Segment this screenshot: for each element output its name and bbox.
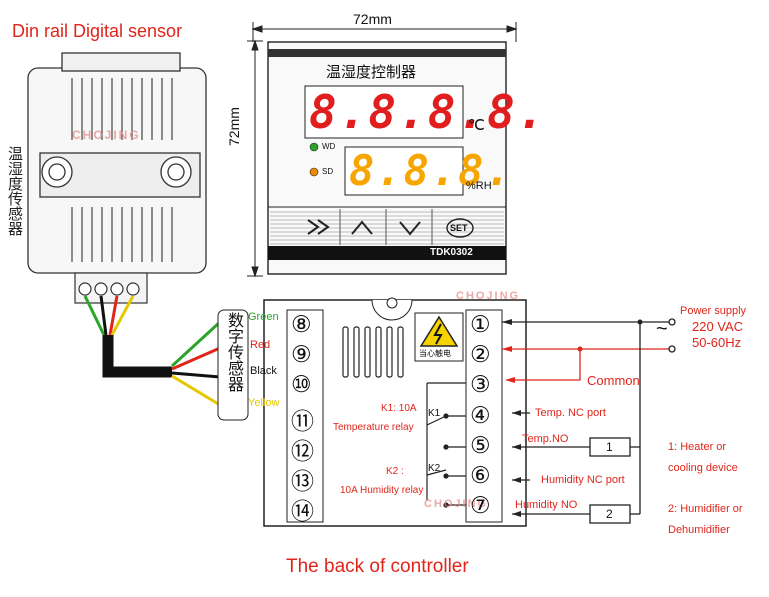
terminal-10: ⑩	[291, 371, 312, 397]
brand-watermark-3: CHOJING	[424, 498, 489, 510]
load-2-label: 2	[606, 507, 613, 521]
brand-watermark: CHOJING	[72, 128, 141, 142]
diagram-title: Din rail Digital sensor	[12, 21, 183, 41]
brand-watermark-2: CHOJING	[456, 290, 521, 302]
terminal-6: ⑥	[470, 462, 491, 488]
model-label: TDK0302	[430, 247, 473, 258]
terminal-1: ①	[470, 311, 491, 337]
legend-2-line-1: 2: Humidifier or	[668, 503, 743, 515]
sensor-terminal-block	[74, 272, 148, 304]
sensor-cable	[83, 295, 222, 407]
wire-block	[217, 309, 249, 421]
set-button[interactable]	[446, 218, 474, 238]
height-dimension: 72mm	[226, 107, 242, 146]
voltage-label: 220 VAC	[692, 319, 744, 334]
width-dimension: 72mm	[353, 11, 392, 27]
k1-desc-2: Temperature relay	[333, 422, 414, 433]
temp-no-label: Temp.NO	[522, 433, 569, 445]
k2-label: K2	[428, 463, 441, 474]
front-buttons	[307, 218, 474, 238]
wire-red-label: Red	[250, 339, 271, 351]
k2-desc-1: K2 :	[386, 466, 404, 477]
k2-desc-2: 10A Humidity relay	[340, 485, 424, 496]
led-wd-label: WD	[322, 142, 336, 151]
legend-2-line-2: Dehumidifier	[668, 524, 730, 536]
down-button-icon[interactable]	[399, 221, 421, 236]
legend-1-line-1: 1: Heater or	[668, 441, 727, 453]
sensor-module	[27, 52, 207, 274]
wire-block-label: 数字传感器	[225, 312, 244, 392]
terminal-13: ⑬	[291, 468, 314, 494]
wire-yellow-label: Yellow	[248, 397, 280, 409]
k1-desc-1: K1: 10A	[381, 403, 417, 414]
terminal-14: ⑭	[291, 498, 314, 524]
frequency-label: 50-60Hz	[692, 335, 742, 350]
terminal-7: ⑦	[470, 492, 491, 518]
hum-no-label: Humidity NO	[515, 499, 578, 511]
caption: The back of controller	[286, 556, 469, 577]
sensor-fins	[71, 78, 173, 262]
led-sd-label: SD	[322, 167, 334, 176]
terminal-11: ⑪	[291, 408, 314, 434]
common-label: Common	[587, 373, 640, 388]
hum-nc-label: Humidity NC port	[541, 474, 625, 486]
hum-unit: %RH	[466, 180, 492, 192]
load-1-label: 1	[606, 440, 613, 454]
terminal-4: ④	[470, 402, 491, 428]
dimension-lines	[247, 22, 518, 278]
temp-unit: ℃	[468, 117, 485, 134]
terminal-9: ⑨	[291, 341, 312, 367]
sensor-vertical-label: 温湿度传感器	[6, 146, 24, 236]
terminal-2: ②	[470, 341, 491, 367]
wire-black-label: Black	[250, 365, 277, 377]
terminal-8: ⑧	[291, 311, 312, 337]
temp-nc-label: Temp. NC port	[535, 407, 606, 419]
shift-button-icon[interactable]	[307, 219, 330, 235]
warning-label: 当心触电	[419, 349, 451, 358]
legend-1-line-2: cooling device	[668, 462, 738, 474]
external-wiring	[502, 318, 676, 524]
terminal-3: ③	[470, 371, 491, 397]
panel-header: 温湿度控制器	[326, 63, 417, 81]
temp-display: 8.8.8.8.	[309, 85, 547, 139]
relay-wiring	[426, 382, 466, 508]
hum-display: 8.8.8.	[349, 146, 513, 195]
k1-label: K1	[428, 408, 441, 419]
ac-symbol: ~	[656, 318, 668, 340]
wire-green-label: Green	[248, 311, 279, 323]
terminal-5: ⑤	[470, 432, 491, 458]
up-button-icon[interactable]	[351, 220, 373, 235]
power-supply-label: Power supply	[680, 305, 747, 317]
terminal-12: ⑫	[291, 438, 314, 464]
set-button-label: SET	[450, 223, 468, 233]
